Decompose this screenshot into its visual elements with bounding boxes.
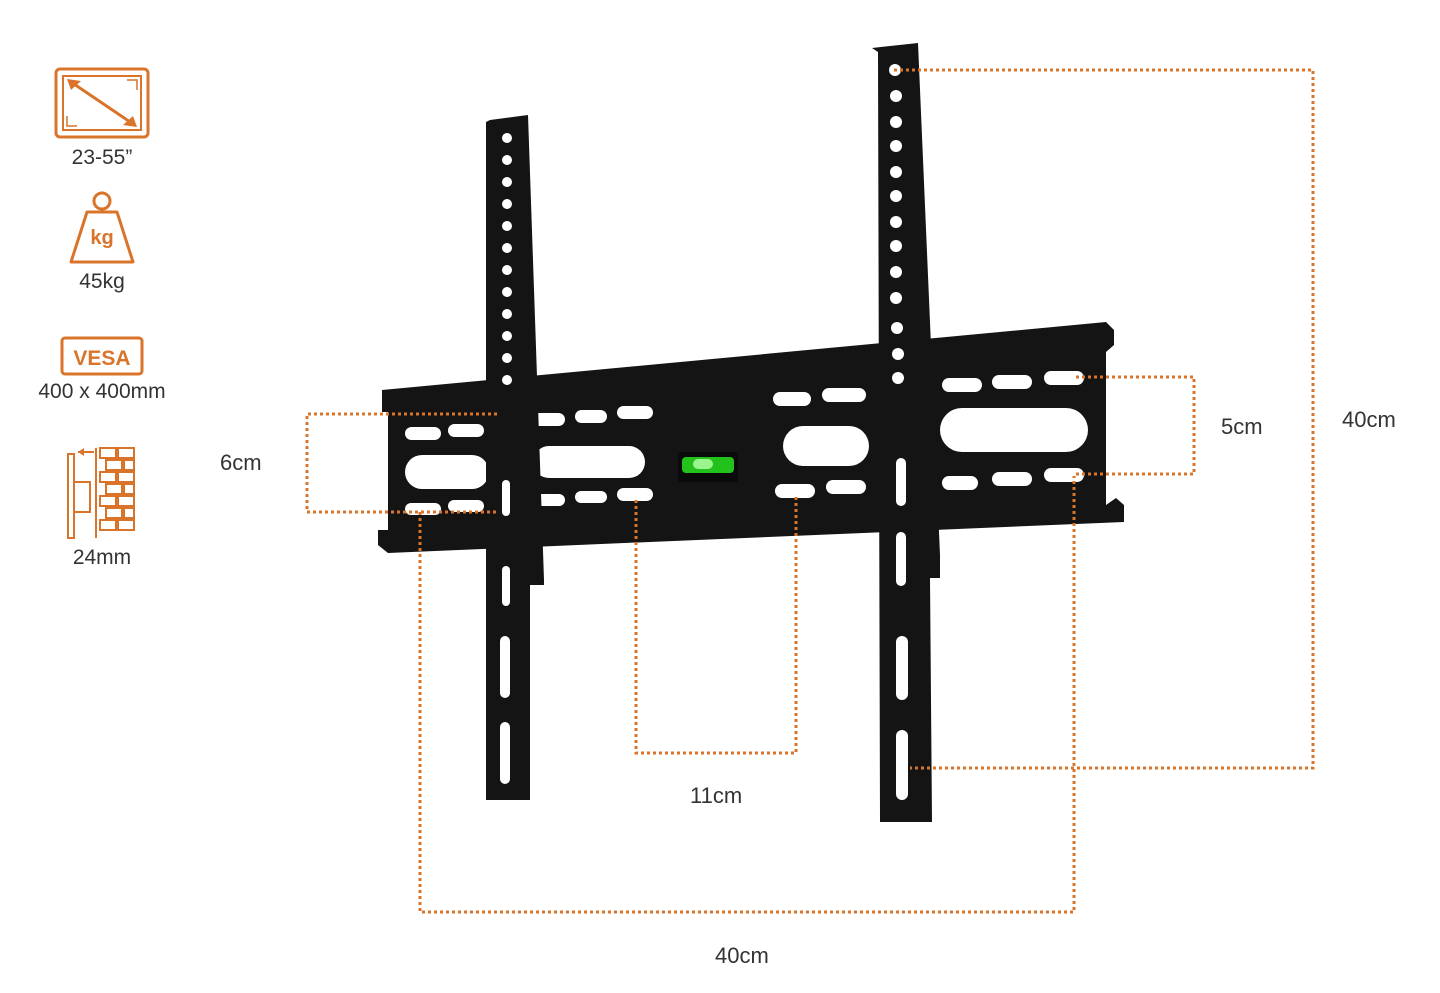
weight-icon: kg: [69, 191, 135, 264]
spec-vesa-text: 400 x 400mm: [38, 380, 166, 403]
spec-weight: kg 45kg: [20, 190, 184, 294]
spec-screen-size-text: 23-55”: [71, 146, 133, 169]
spec-weight-text: 45kg: [79, 270, 125, 293]
dim-line-horizontal-span: [418, 476, 1076, 914]
spec-wall-distance: 24mm: [20, 444, 184, 570]
dim-label-left-slot: 6cm: [220, 450, 262, 475]
dim-line-center-spacing: [634, 494, 798, 755]
weight-icon-label: kg: [90, 227, 113, 249]
vesa-icon-label: VESA: [73, 347, 130, 370]
dim-label-center-spacing: 11cm: [690, 783, 743, 808]
screen-size-icon: [54, 67, 150, 139]
dim-label-horizontal-span: 40cm: [715, 943, 769, 968]
wall-plate: [378, 322, 1124, 553]
spec-wall-distance-text: 24mm: [72, 546, 132, 569]
vesa-icon: VESA: [60, 336, 144, 376]
spec-screen-size: 23-55”: [20, 66, 184, 170]
left-vertical-arm: [486, 115, 544, 800]
dim-label-right-slot: 5cm: [1221, 414, 1263, 439]
right-vertical-arm: [872, 43, 940, 822]
dim-line-vertical-span: [894, 68, 1315, 770]
spirit-level-icon: [678, 452, 738, 482]
spec-vesa: VESA 400 x 400mm: [20, 336, 184, 404]
dim-label-vertical-span: 40cm: [1342, 407, 1396, 432]
wall-distance-icon: [67, 447, 135, 539]
dimension-lines: [305, 68, 1315, 914]
